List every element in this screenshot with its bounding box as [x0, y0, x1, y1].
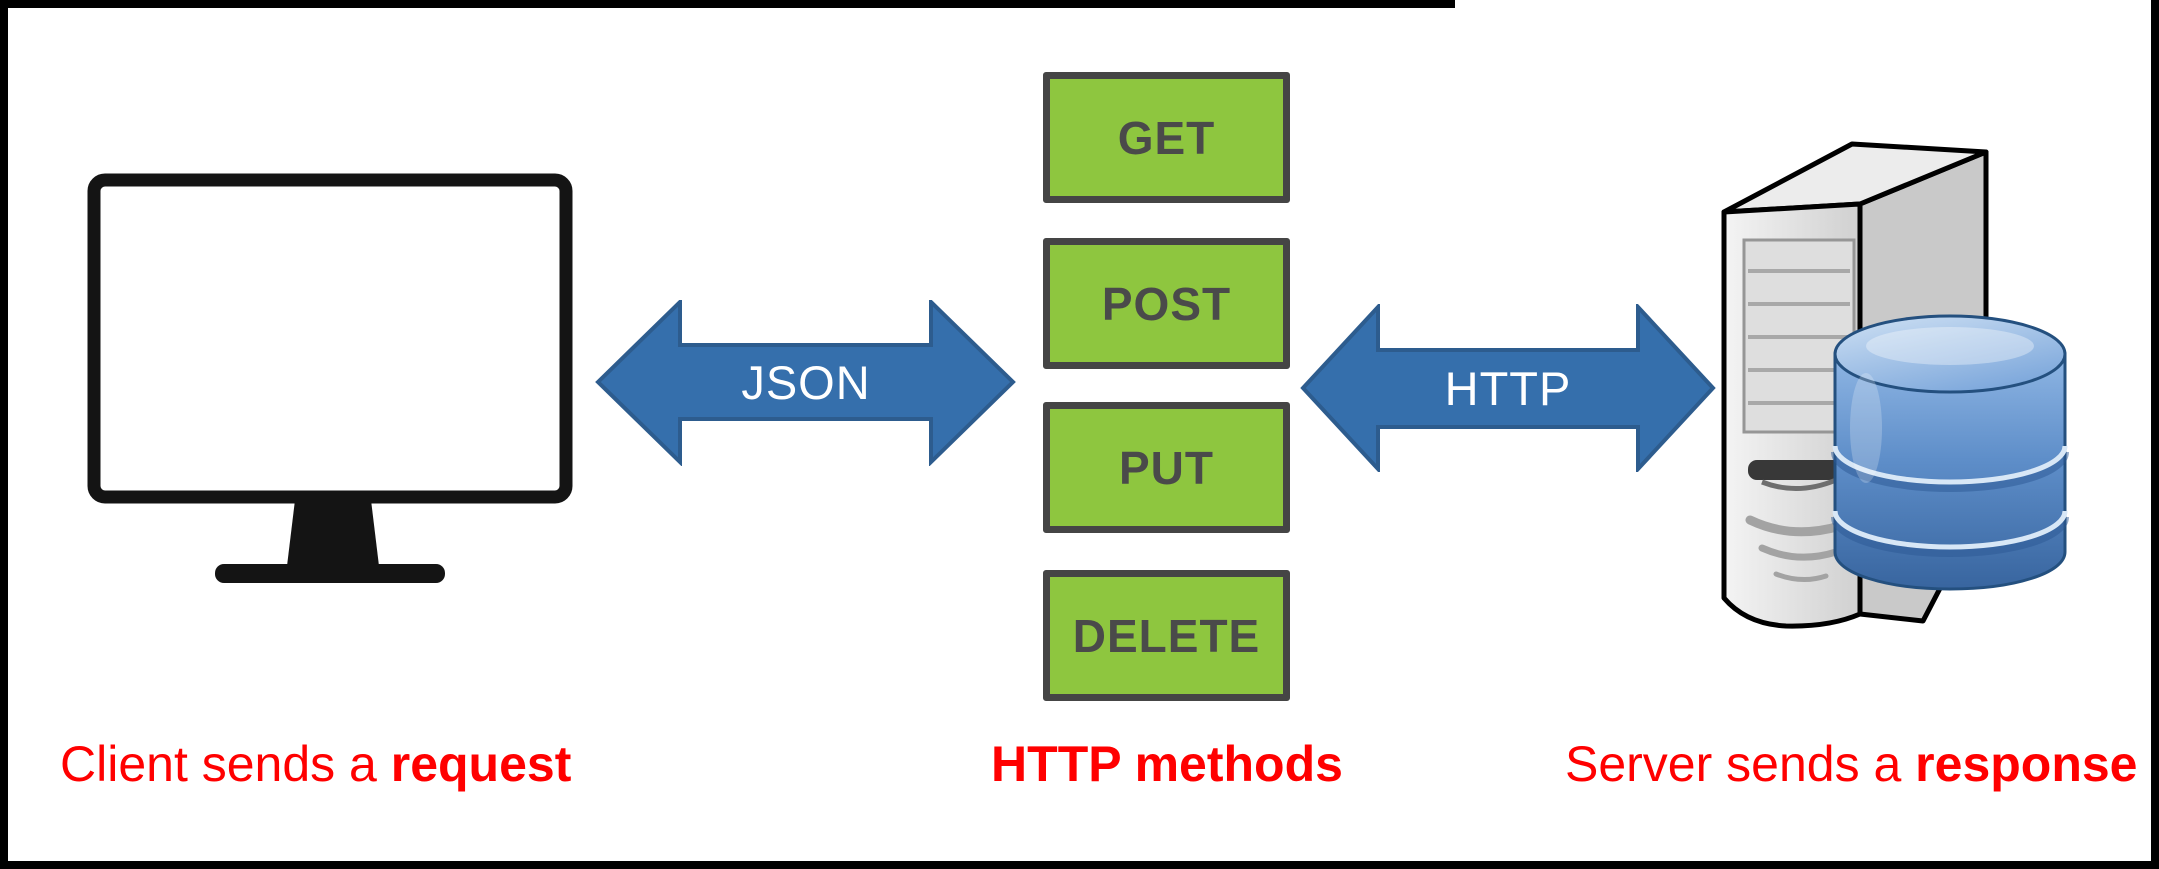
http-arrow-icon: HTTP	[1300, 304, 1716, 472]
method-box-get: GET	[1043, 72, 1290, 203]
frame-border-right	[2151, 0, 2159, 869]
database-icon	[1831, 314, 2069, 591]
json-arrow-icon: JSON	[595, 300, 1016, 466]
server-tower-icon	[1721, 141, 2069, 629]
method-box-put: PUT	[1043, 402, 1290, 533]
server-caption-regular: Server sends a	[1565, 736, 1916, 792]
method-box-post: POST	[1043, 238, 1290, 369]
monitor-icon	[87, 173, 573, 583]
tower-handle	[1748, 460, 1844, 480]
client-caption-regular: Client sends a	[60, 736, 391, 792]
server-caption-bold: response	[1915, 736, 2138, 792]
frame-border-bottom	[0, 861, 2159, 869]
method-label-get: GET	[1117, 111, 1216, 164]
methods-caption: HTTP methods	[991, 734, 1343, 794]
method-label-put: PUT	[1119, 441, 1214, 494]
server-caption: Server sends a response	[1565, 734, 2138, 794]
client-caption: Client sends a request	[60, 734, 571, 794]
methods-caption-bold: HTTP methods	[991, 736, 1343, 792]
method-label-post: POST	[1101, 277, 1232, 330]
json-arrow-label: JSON	[741, 356, 870, 409]
frame-border-top	[0, 0, 1455, 8]
method-label-delete: DELETE	[1072, 609, 1261, 662]
http-arrow-label: HTTP	[1445, 362, 1572, 415]
client-caption-bold: request	[390, 736, 572, 792]
frame-border-left	[0, 0, 8, 869]
method-box-delete: DELETE	[1043, 570, 1290, 701]
